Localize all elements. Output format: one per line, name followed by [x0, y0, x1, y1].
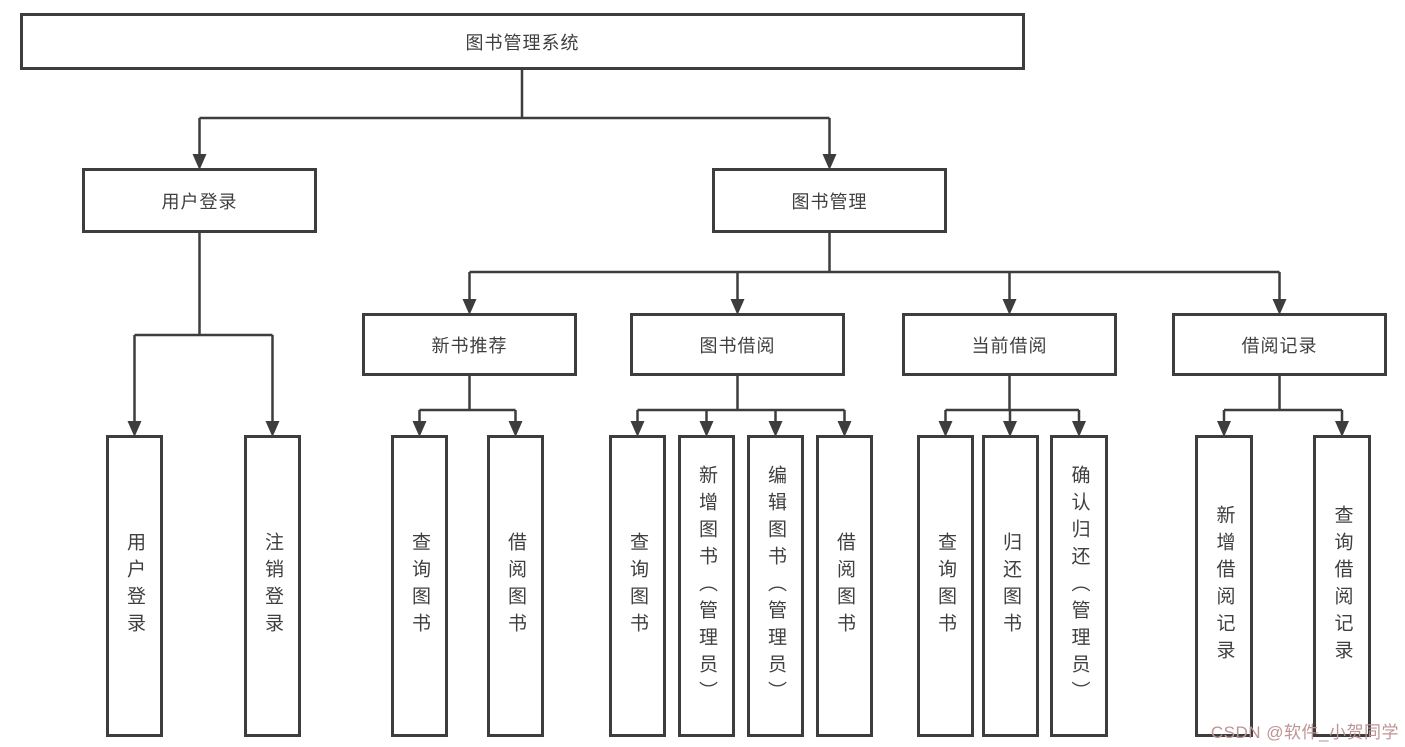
node-label: 新书推荐 [431, 335, 508, 356]
arrow-down-icon [837, 421, 852, 437]
edge-borrow-to-leaves [636, 376, 846, 425]
arrow-down-icon [822, 154, 837, 170]
leaf-user-login: 用户登录 [106, 435, 163, 737]
node-book-management: 图书管理 [712, 168, 947, 233]
edge-root-to-level2 [198, 70, 831, 158]
leaf-logout: 注销登录 [244, 435, 301, 737]
arrow-down-icon [462, 299, 477, 315]
node-label: 借阅图书 [505, 532, 526, 640]
node-label: 查询借阅记录 [1331, 505, 1353, 667]
node-label: 新增图书（管理员） [696, 464, 717, 708]
leaf-query-books-borrow: 查询图书 [609, 435, 666, 737]
arrow-down-icon [192, 154, 207, 170]
leaf-confirm-return-admin: 确认归还（管理员） [1050, 435, 1108, 737]
edge-new-book-to-leaves [418, 376, 517, 425]
arrow-down-icon [938, 421, 953, 437]
node-label: 图书管理 [791, 191, 868, 212]
node-label: 查询图书 [627, 532, 648, 640]
leaf-edit-books-admin: 编辑图书（管理员） [747, 435, 804, 737]
node-root-library-system: 图书管理系统 [20, 13, 1025, 70]
edge-user-login-to-leaves [133, 233, 274, 425]
arrow-down-icon [412, 421, 427, 437]
node-label: 归还图书 [1000, 532, 1021, 640]
arrow-down-icon [1072, 421, 1086, 437]
node-label: 借阅图书 [834, 532, 855, 640]
node-label: 用户登录 [124, 532, 145, 640]
node-user-login: 用户登录 [82, 168, 317, 233]
node-label: 图书管理系统 [465, 32, 580, 53]
edge-book-mgmt-to-level3 [468, 233, 1281, 303]
arrow-down-icon [630, 421, 645, 437]
arrow-down-icon [1335, 421, 1349, 437]
node-label: 用户登录 [161, 191, 238, 212]
node-label: 编辑图书（管理员） [765, 464, 786, 708]
arrowheads [127, 154, 1349, 437]
leaf-query-books-current: 查询图书 [917, 435, 974, 737]
leaf-return-books: 归还图书 [982, 435, 1039, 737]
leaf-borrow-books: 借阅图书 [816, 435, 873, 737]
node-label: 查询图书 [409, 532, 430, 640]
leaf-add-borrow-record: 新增借阅记录 [1195, 435, 1253, 737]
arrow-down-icon [1002, 299, 1017, 315]
edge-current-to-leaves [944, 376, 1081, 425]
arrow-down-icon [1272, 299, 1287, 315]
leaf-query-books-recommend: 查询图书 [391, 435, 448, 737]
node-label: 注销登录 [262, 532, 283, 640]
node-label: 借阅记录 [1241, 335, 1318, 356]
arrow-down-icon [730, 299, 745, 315]
arrow-down-icon [127, 421, 142, 437]
node-label: 查询图书 [935, 532, 956, 640]
arrow-down-icon [699, 421, 714, 437]
node-borrow-records: 借阅记录 [1172, 313, 1387, 376]
node-label: 确认归还（管理员） [1068, 464, 1090, 708]
leaf-query-borrow-record: 查询借阅记录 [1313, 435, 1371, 737]
arrow-down-icon [1217, 421, 1231, 437]
leaf-add-books-admin: 新增图书（管理员） [678, 435, 735, 737]
node-label: 新增借阅记录 [1213, 505, 1235, 667]
node-label: 图书借阅 [699, 335, 776, 356]
leaf-borrow-books-recommend: 借阅图书 [487, 435, 544, 737]
arrow-down-icon [265, 421, 280, 437]
node-new-book-recommend: 新书推荐 [362, 313, 577, 376]
node-book-borrow: 图书借阅 [630, 313, 845, 376]
csdn-watermark: CSDN @软件_小贺同学 [1210, 723, 1399, 742]
arrow-down-icon [1003, 421, 1017, 437]
edge-records-to-leaves [1222, 376, 1344, 425]
arrow-down-icon [768, 421, 783, 437]
node-label: 当前借阅 [971, 335, 1048, 356]
arrow-down-icon [508, 421, 523, 437]
node-current-borrow: 当前借阅 [902, 313, 1117, 376]
